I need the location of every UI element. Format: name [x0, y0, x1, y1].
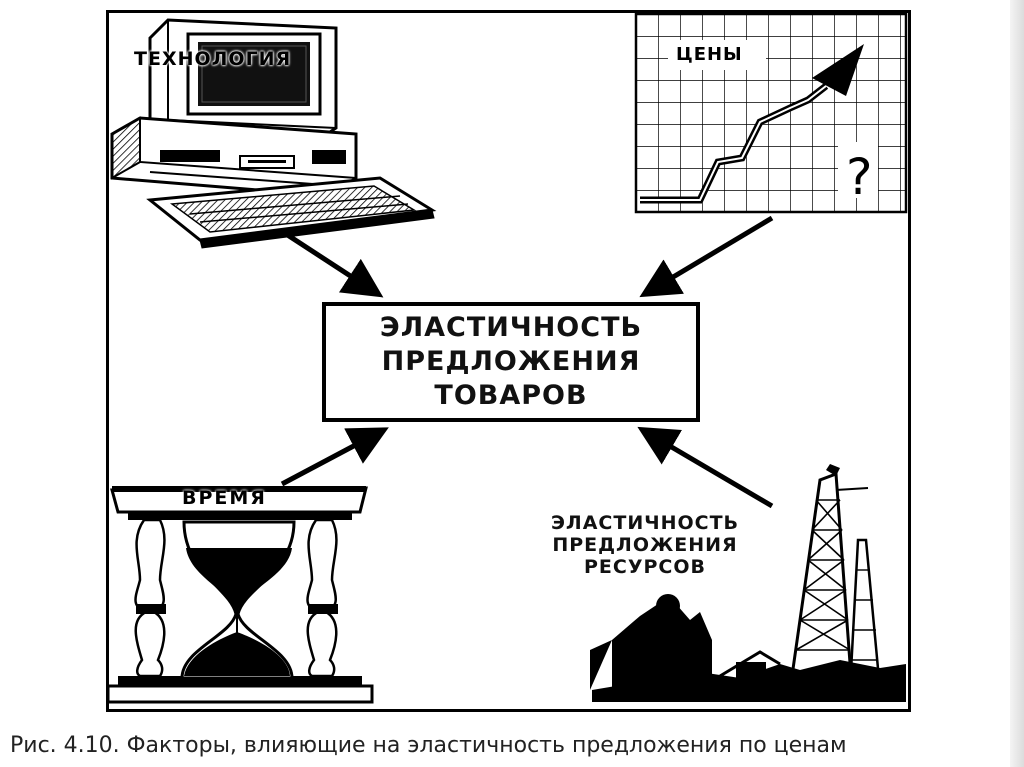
figure-caption: Рис. 4.10. Факторы, влияющие на эластичн…	[10, 733, 1020, 758]
prices-label: ЦЕНЫ	[676, 44, 743, 65]
hourglass-icon	[108, 486, 372, 702]
center-line-1: ЭЛАСТИЧНОСТЬ	[380, 311, 642, 345]
time-label: ВРЕМЯ	[182, 487, 267, 509]
center-box: ЭЛАСТИЧНОСТЬ ПРЕДЛОЖЕНИЯ ТОВАРОВ	[322, 302, 700, 422]
center-line-3: ТОВАРОВ	[434, 379, 587, 413]
center-line-2: ПРЕДЛОЖЕНИЯ	[382, 345, 641, 379]
arrow-from-prices	[648, 218, 772, 292]
arrow-from-time	[282, 432, 380, 484]
arrow-from-technology	[286, 234, 375, 292]
resources-line-2: ПРЕДЛОЖЕНИЯ	[552, 534, 737, 556]
technology-label: ТЕХНОЛОГИЯ	[134, 48, 291, 70]
question-mark: ?	[846, 148, 873, 206]
resources-label: ЭЛАСТИЧНОСТЬ ПРЕДЛОЖЕНИЯ РЕСУРСОВ	[500, 512, 790, 578]
resources-line-3: РЕСУРСОВ	[584, 556, 706, 578]
arrow-from-resources	[646, 432, 772, 506]
oil-rig-icon	[590, 464, 906, 702]
resources-line-1: ЭЛАСТИЧНОСТЬ	[551, 512, 739, 534]
